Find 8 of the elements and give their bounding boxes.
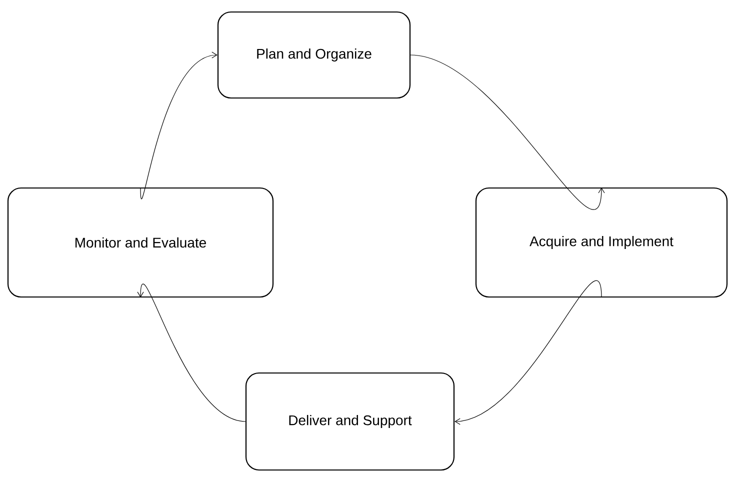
arrow xyxy=(454,280,602,425)
process-box: Deliver and Support xyxy=(245,372,455,471)
arrow xyxy=(140,52,218,199)
arrow xyxy=(410,54,605,210)
process-box: Monitor and Evaluate xyxy=(7,187,274,298)
process-box: Plan and Organize xyxy=(217,11,411,99)
process-box: Acquire and Implement xyxy=(475,187,728,298)
arrow xyxy=(137,284,246,422)
